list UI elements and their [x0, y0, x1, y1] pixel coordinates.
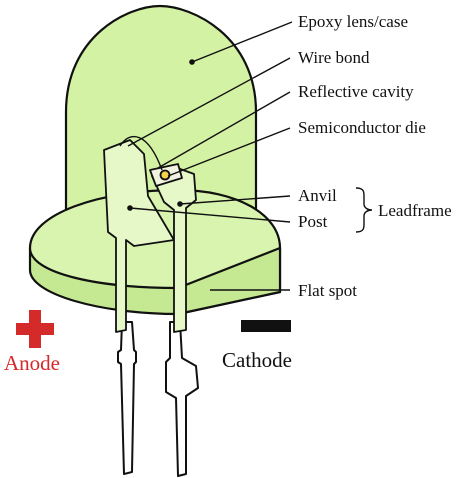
leader-dots — [127, 59, 195, 211]
cathode-lead — [165, 321, 199, 477]
leadframe — [103, 139, 197, 333]
leads — [117, 321, 199, 477]
plus-icon — [16, 310, 54, 348]
label-post: Post — [298, 212, 328, 231]
label-reflective-cavity: Reflective cavity — [298, 82, 414, 101]
labels: Epoxy lens/case Wire bond Reflective cav… — [298, 12, 452, 300]
wire-bond — [119, 135, 163, 171]
minus-icon — [241, 320, 291, 332]
label-cathode: Cathode — [222, 348, 292, 372]
label-flat-spot: Flat spot — [298, 281, 357, 300]
label-anode: Anode — [4, 351, 60, 375]
anode-lead — [117, 321, 137, 475]
label-anvil: Anvil — [298, 186, 337, 205]
post — [103, 139, 175, 333]
label-leadframe: Leadframe — [378, 201, 452, 220]
label-semiconductor-die: Semiconductor die — [298, 118, 426, 137]
leader-lines — [127, 21, 373, 291]
label-wire-bond: Wire bond — [298, 48, 370, 67]
label-epoxy: Epoxy lens/case — [298, 12, 408, 31]
semiconductor-die — [159, 169, 171, 181]
